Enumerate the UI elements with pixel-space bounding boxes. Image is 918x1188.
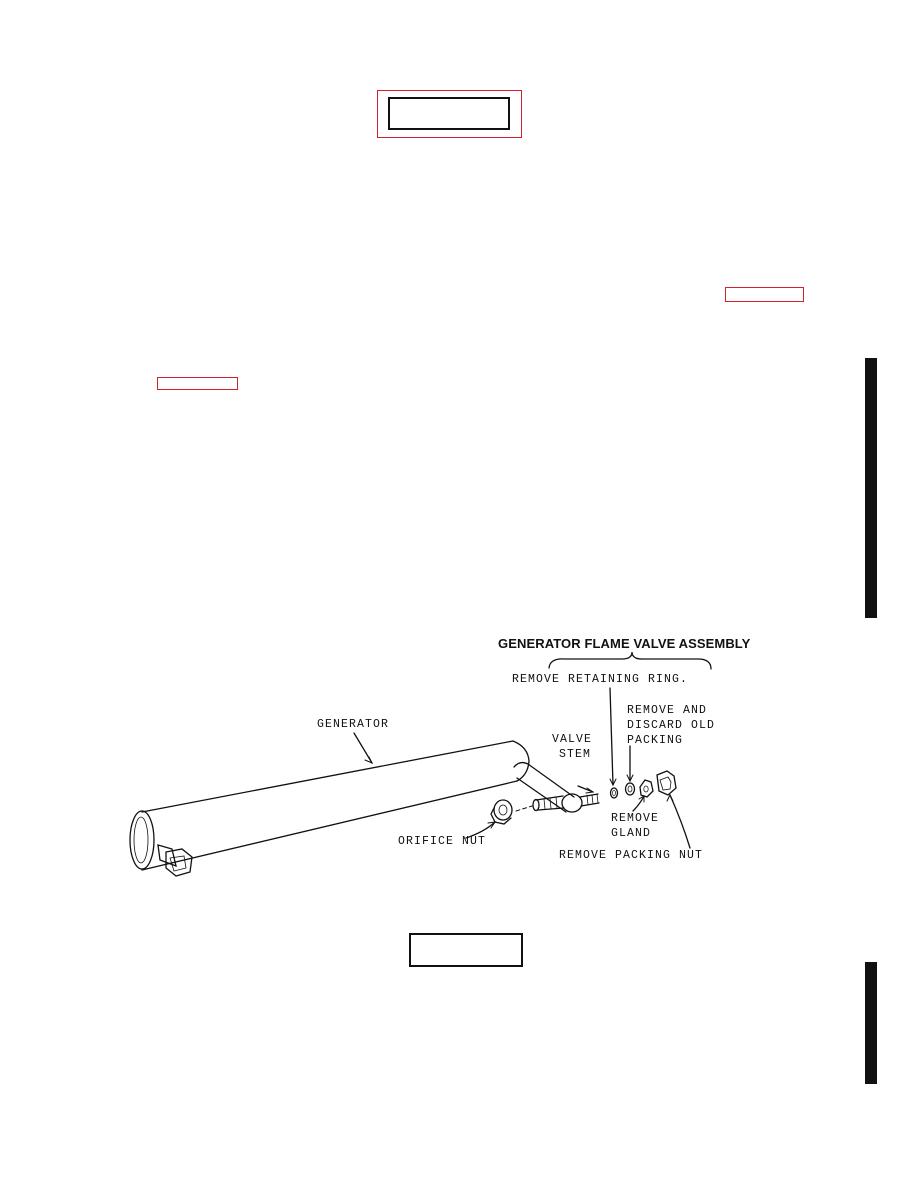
leader-retaining-ring [609,687,614,786]
fitting-nut [165,848,193,877]
label-remove-discard-packing: REMOVE AND DISCARD OLD PACKING [627,703,715,748]
label-remove-discard-line2: DISCARD OLD [627,719,716,732]
label-remove-discard-line1: REMOVE AND [627,704,708,717]
retaining-ring-shape [609,787,619,799]
leader-orifice-nut [465,821,496,839]
generator-tube-bottom-edge [141,780,518,871]
label-orifice-nut: ORIFICE NUT [398,835,487,848]
packing-shape [624,782,636,796]
edge-tab-top [865,358,877,618]
orifice-nut-shape [490,799,513,825]
label-remove-gland-line2: GLAND [611,827,652,840]
label-remove-packing-nut: REMOVE PACKING NUT [559,849,704,862]
label-valve-line1: VALVE [552,733,593,746]
reference-link-box-2[interactable] [157,377,238,390]
packing-nut-shape [656,770,677,796]
label-valve-line2: STEM [559,748,592,761]
label-valve-stem: VALVE STEM [552,732,592,762]
generator-tube-open-end [129,810,155,870]
generator-tube-top-edge [141,740,514,813]
label-generator: GENERATOR [317,718,390,731]
figure-title: GENERATOR FLAME VALVE ASSEMBLY [498,636,751,651]
reference-link-box-1[interactable] [725,287,804,302]
generator-tube-closed-end [512,740,530,782]
edge-tab-bottom [865,962,877,1084]
label-remove-gland: REMOVE GLAND [611,811,659,841]
leader-gland [632,795,645,812]
label-remove-discard-line3: PACKING [627,734,684,747]
leader-packing-nut [669,794,691,849]
leader-valve-stem [577,785,594,793]
valve-body [561,793,583,813]
gland-shape [639,779,654,798]
assembly-brace [548,651,712,670]
figure-caption-box [409,933,523,967]
header-title-box [388,97,510,130]
header-link-box[interactable] [377,90,522,138]
label-remove-gland-line1: REMOVE [611,812,660,825]
label-remove-retaining-ring: REMOVE RETAINING RING. [512,673,689,686]
